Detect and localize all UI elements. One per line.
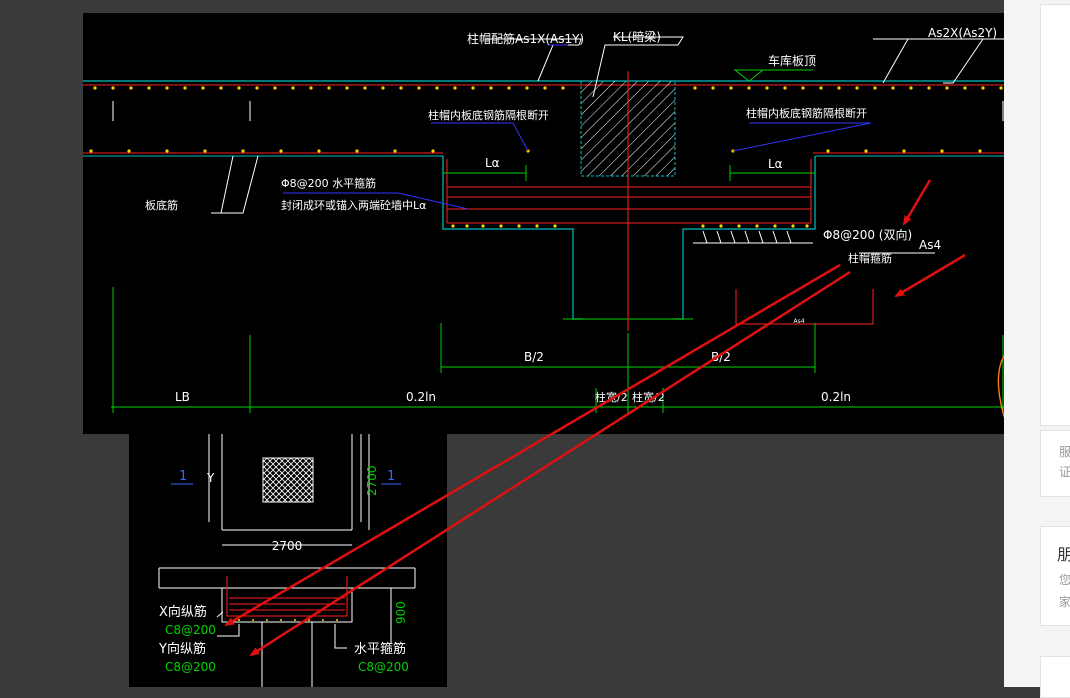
cap-rebar	[446, 159, 812, 224]
label-cap-rebar: 柱帽配筋As1X(As1Y)	[467, 31, 584, 46]
side-card-3[interactable]	[1040, 656, 1070, 698]
cad-main-drawing: As4	[83, 13, 1070, 435]
top-rebar-dots	[93, 86, 1057, 90]
cap-outline-right	[673, 156, 816, 320]
side-panel: 服 证 朋 您 家	[1004, 0, 1070, 698]
slab-section-ticks	[112, 101, 1004, 121]
side-snippet-4: 家	[1059, 595, 1070, 609]
side-snippet-1: 服	[1059, 445, 1070, 459]
as4-small-label: As4	[793, 318, 804, 325]
dim-2700-h: 2700	[272, 539, 303, 553]
h-stirrup-label: 水平箍筋	[354, 641, 406, 657]
cap-stirrup-hatch	[693, 230, 813, 244]
section-leaders	[216, 588, 392, 649]
label-roof: 车库板顶	[768, 53, 816, 68]
label-beam: KL(暗梁)	[613, 29, 661, 44]
section-mark-right: 1	[387, 469, 395, 484]
dim-2700-v: 2700	[365, 465, 379, 496]
column-hatch	[262, 457, 314, 503]
label-as4: As4	[919, 238, 941, 252]
cad-detail-drawing: 1 1 Y 2700 2700 900 X向纵筋 C8@200 Y向纵筋 C8@…	[129, 434, 447, 687]
dim-b-half-left: B/2	[524, 350, 544, 364]
slab-cap-section-svg: As4	[83, 26, 1070, 435]
span-dimensions	[111, 287, 1070, 413]
la-dimensions	[443, 165, 815, 181]
roof-level-symbol	[733, 69, 813, 82]
side-card-2[interactable]: 朋 您 家	[1040, 526, 1070, 626]
cap-rebar-dots	[451, 224, 809, 228]
cap-outline-left	[442, 156, 583, 320]
dim-ln-left: 0.2ln	[406, 390, 436, 404]
dim-lb: LB	[175, 390, 190, 404]
x-bar-label: X向纵筋	[159, 604, 207, 620]
label-cut-right: 柱帽内板底钢筋隔根断开	[746, 106, 867, 120]
x-bar-spec: C8@200	[165, 623, 216, 637]
side-card-1[interactable]: 服 证	[1040, 430, 1070, 497]
label-cap-stirrup: Φ8@200 (双向)	[823, 227, 912, 242]
dim-900: 900	[394, 601, 408, 624]
side-card-top	[1040, 4, 1070, 426]
label-cut-left: 柱帽内板底钢筋隔根断开	[428, 108, 549, 122]
label-la-left: Lα	[485, 156, 500, 170]
bottom-rebar-dots	[89, 149, 1058, 153]
section-rebar	[226, 576, 348, 617]
y-bar-spec: C8@200	[165, 660, 216, 674]
y-bar-label: Y向纵筋	[158, 641, 206, 657]
dim-col-half-left: 柱宽/2	[595, 390, 628, 404]
label-la-right: Lα	[768, 157, 783, 171]
section-mark-left: 1	[179, 469, 187, 484]
label-stirrup-note: 封闭成环或锚入两端砼墙中Lα	[281, 198, 426, 212]
side-snippet-2: 证	[1059, 465, 1070, 479]
section-rebar-dots	[238, 619, 338, 621]
side-snippet-3: 您	[1059, 573, 1070, 587]
cap-plan-detail-svg: 1 1 Y 2700 2700 900 X向纵筋 C8@200 Y向纵筋 C8@…	[158, 434, 416, 687]
dim-ln-right: 0.2ln	[821, 390, 851, 404]
label-slab-bottom: 板底筋	[145, 198, 178, 212]
label-as2: As2X(As2Y)	[928, 26, 997, 40]
h-stirrup-spec: C8@200	[358, 660, 409, 674]
label-stirrup: Φ8@200 水平箍筋	[281, 176, 376, 190]
blue-leaders	[283, 44, 872, 210]
dim-col-half-right: 柱宽/2	[632, 390, 665, 404]
label-cap-stirrup-name: 柱帽箍筋	[848, 251, 892, 265]
plan-y-label: Y	[206, 471, 215, 485]
side-heading: 朋	[1057, 545, 1070, 564]
dim-b-half-right: B/2	[711, 350, 731, 364]
